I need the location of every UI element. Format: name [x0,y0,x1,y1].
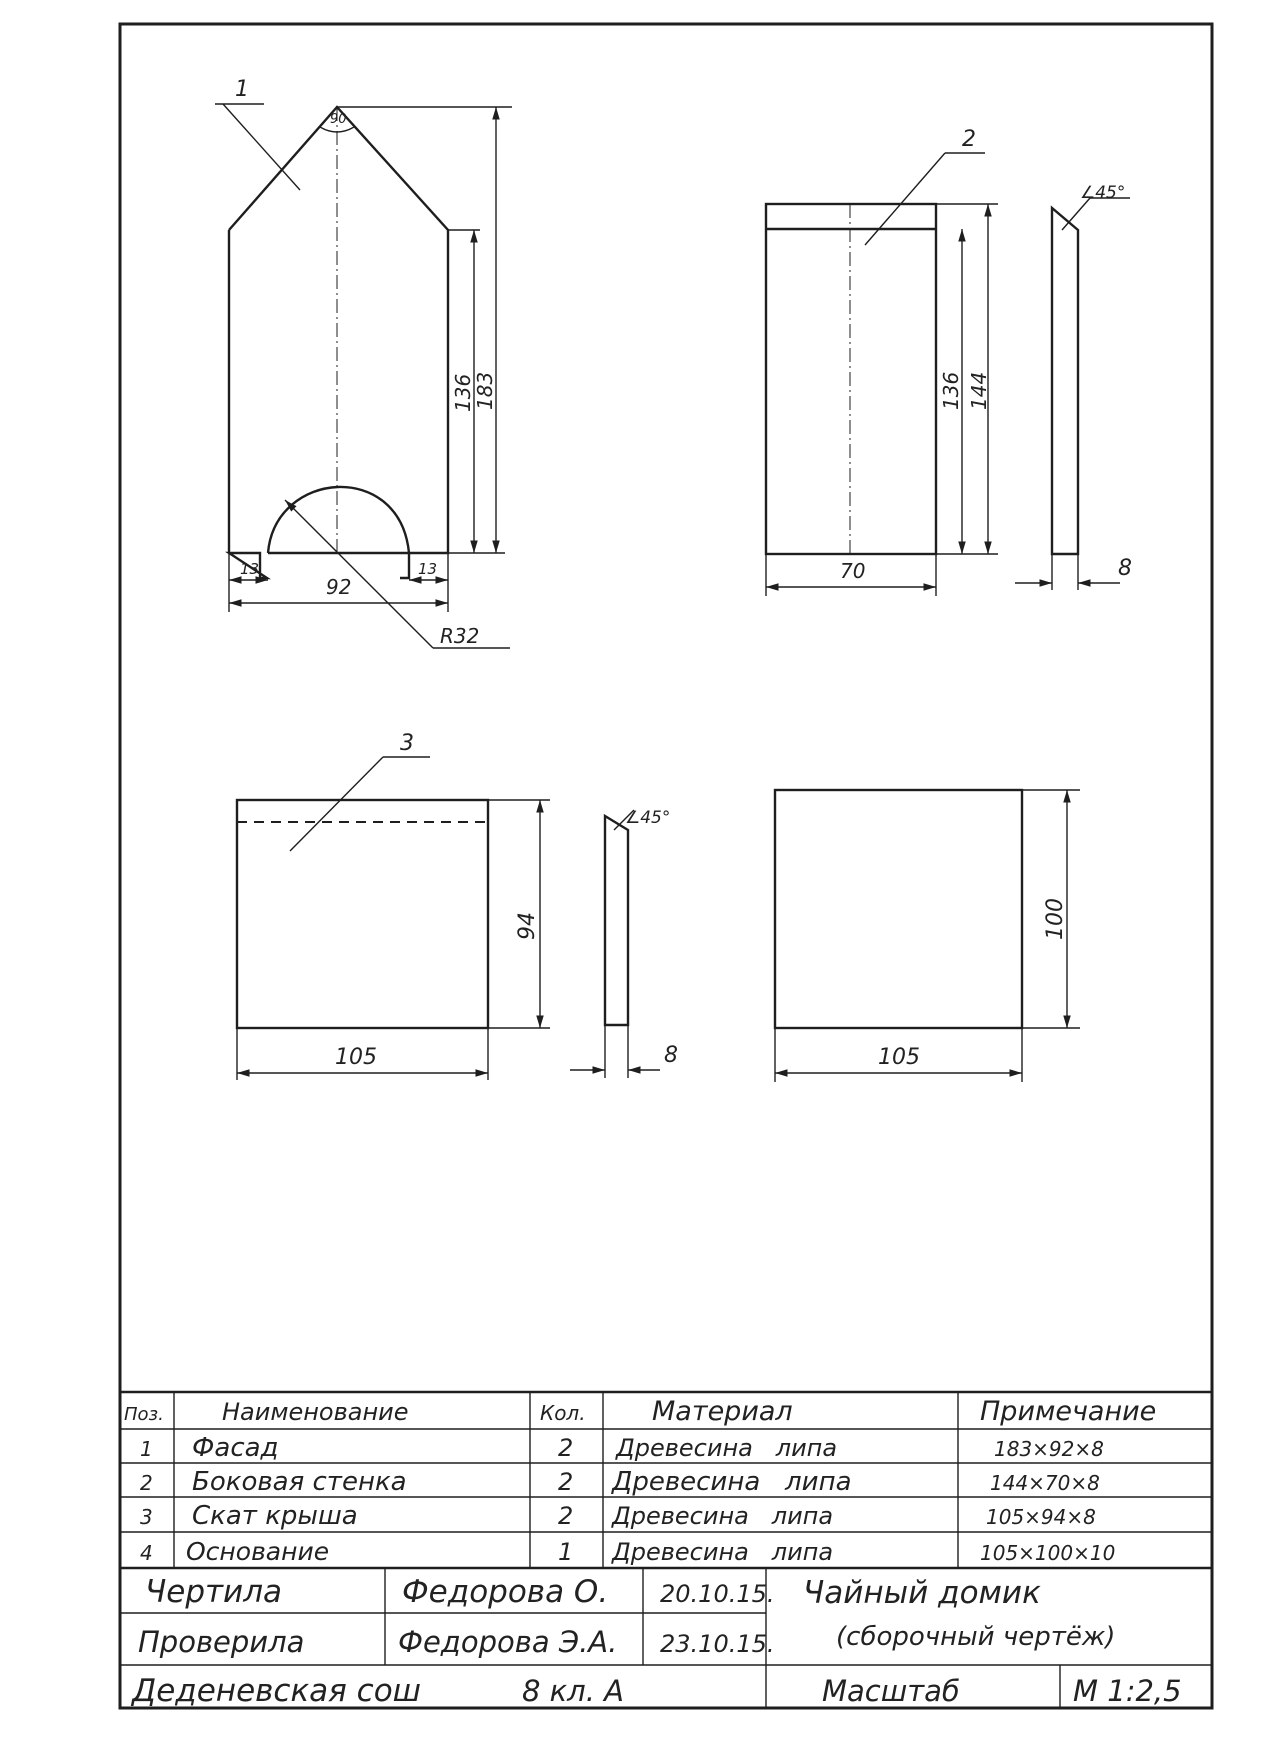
title-block: Чертила Федорова О. 20.10.15. Проверила … [120,1568,1212,1709]
roof-profile [603,813,630,1027]
spec-table: Поз. Наименование Кол. Материал Примечан… [120,1390,1212,1570]
scale-label: Масштаб [822,1674,960,1708]
spec-row-4-name: Основание [186,1537,329,1566]
part-2-side-wall: 2 144 136 70 8 ∠45° [764,127,1132,596]
drawing-frame [118,22,1214,1710]
spec-header-note: Примечание [980,1396,1156,1427]
side-wall-dim-144: 144 [967,372,991,410]
roof-outline [235,798,490,1030]
side-wall-bevel-angle: ∠45° [1080,183,1125,203]
side-wall-pos-label: 2 [962,127,976,152]
part-3-roof: 3 94 105 8 ∠45° [235,731,678,1080]
facade-dim-92: 92 [326,575,351,599]
drawing-subtitle: (сборочный чертёж) [836,1622,1115,1652]
facade-dim-183: 183 [473,372,497,410]
spec-row-2-material: Древесина липа [611,1467,852,1497]
side-wall-dim-8: 8 [1118,556,1132,581]
spec-row-1-material: Древесина липа [615,1434,837,1462]
drew-name: Федорова О. [402,1574,608,1610]
spec-row-4-qty: 1 [558,1538,573,1566]
scale-value: М 1:2,5 [1073,1674,1182,1708]
spec-row-4-note: 105×100×10 [980,1541,1115,1565]
part-4-base: 100 105 [773,788,1080,1082]
class-name: 8 кл. А [522,1674,624,1708]
spec-row-4-material: Древесина липа [611,1538,833,1566]
checked-name: Федорова Э.А. [398,1625,617,1659]
spec-row-1-qty: 2 [558,1434,573,1462]
facade-dim-r32: R32 [440,624,479,648]
spec-row-3-pos: 3 [140,1505,153,1529]
roof-dim-8: 8 [664,1043,678,1068]
base-dim-105: 105 [878,1045,920,1070]
spec-row-4-pos: 4 [140,1541,153,1565]
side-wall-profile [1050,205,1080,556]
roof-pos-label: 3 [400,731,414,756]
side-wall-dim-70: 70 [840,559,865,583]
spec-row-3-material: Древесина липа [611,1502,833,1530]
spec-row-2-name: Боковая стенка [192,1467,407,1497]
spec-row-2-note: 144×70×8 [990,1471,1100,1495]
drawing-title: Чайный домик [803,1575,1041,1611]
facade-pos-label: 1 [235,77,249,102]
spec-row-2-qty: 2 [558,1468,573,1496]
facade-arch-opening [266,485,411,554]
roof-dim-94: 94 [515,912,540,940]
spec-row-3-name: Скат крыша [192,1501,358,1531]
base-outline [773,788,1024,1030]
part-1-facade: 90 1 183 136 92 13 13 R32 [215,77,512,649]
spec-row-1-name: Фасад [192,1433,279,1463]
checked-label: Проверила [138,1625,304,1659]
school-name: Деденевская сош [130,1673,421,1709]
spec-row-1-note: 183×92×8 [994,1437,1104,1461]
spec-row-3-qty: 2 [558,1502,573,1530]
spec-header-name: Наименование [222,1398,409,1426]
spec-row-3-note: 105×94×8 [986,1505,1096,1529]
side-wall-outline [764,202,938,556]
drew-date: 20.10.15. [660,1580,775,1608]
spec-header-qty: Кол. [540,1401,586,1425]
spec-row-2-pos: 2 [140,1471,153,1495]
base-dim-100: 100 [1043,898,1068,940]
drew-label: Чертила [145,1574,282,1610]
side-wall-dim-136: 136 [939,372,963,410]
spec-header-pos: Поз. [124,1404,164,1425]
facade-dim-13-right: 13 [418,560,437,578]
spec-row-1-pos: 1 [140,1437,153,1461]
roof-dim-105: 105 [335,1045,377,1070]
facade-outline [224,105,450,580]
facade-dim-136: 136 [451,374,475,412]
spec-header-material: Материал [652,1396,793,1427]
roof-bevel-angle: ∠45° [625,808,670,828]
checked-date: 23.10.15. [660,1630,775,1658]
facade-apex-angle: 90 [330,112,347,127]
facade-dim-13-left: 13 [240,560,259,578]
